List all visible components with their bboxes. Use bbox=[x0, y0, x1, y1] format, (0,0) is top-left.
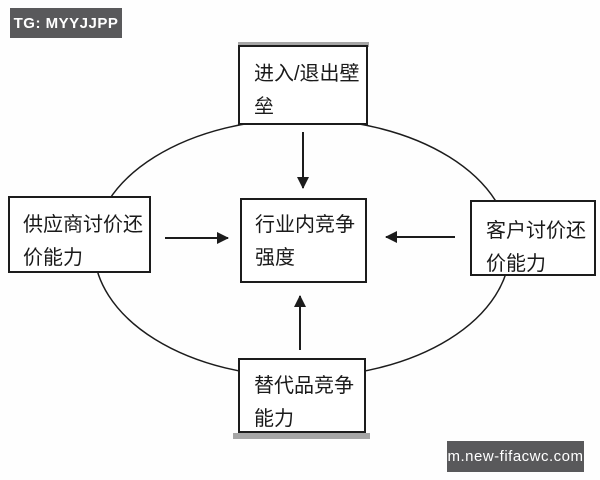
watermark-badge-bottom-right: m.new-fifacwc.com bbox=[447, 441, 584, 472]
box-label-line: 垒 bbox=[254, 96, 274, 118]
box-label-line: 强度 bbox=[255, 247, 295, 269]
shadow-bar-bottom bbox=[233, 433, 370, 439]
box-supplier-bargaining-power: 供应商讨价还 价能力 bbox=[8, 196, 151, 273]
watermark-badge-top-left: TG: MYYJJPP bbox=[10, 8, 122, 38]
shadow-bar-top bbox=[238, 42, 369, 47]
box-label-line: 替代品竞争 bbox=[254, 375, 354, 397]
box-substitute-competition: 替代品竞争 能力 bbox=[238, 358, 366, 433]
box-label-line: 能力 bbox=[254, 408, 294, 430]
box-label-line: 价能力 bbox=[23, 247, 83, 269]
box-industry-rivalry: 行业内竞争 强度 bbox=[240, 198, 367, 283]
box-entry-exit-barriers: 进入/退出壁 垒 bbox=[238, 45, 368, 125]
box-label-line: 价能力 bbox=[486, 253, 546, 275]
box-label-line: 供应商讨价还 bbox=[23, 214, 143, 236]
box-label-line: 行业内竞争 bbox=[255, 214, 355, 236]
box-customer-bargaining-power: 客户讨价还 价能力 bbox=[470, 200, 596, 276]
box-label-line: 进入/退出壁 bbox=[254, 63, 360, 85]
box-label-line: 客户讨价还 bbox=[486, 220, 586, 242]
